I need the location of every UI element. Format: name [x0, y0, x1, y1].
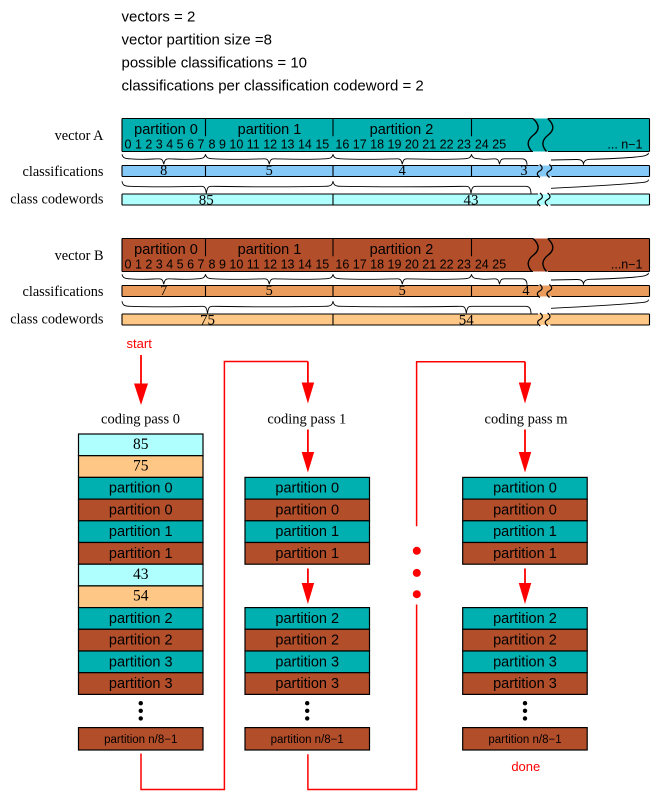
- svg-text:4: 4: [399, 163, 406, 179]
- svg-text:43: 43: [133, 566, 149, 583]
- svg-text:partition 3: partition 3: [493, 654, 557, 670]
- svg-text:16 17 18 19 20 21 22 23: 16 17 18 19 20 21 22 23: [335, 137, 471, 151]
- svg-text:class codewords: class codewords: [10, 312, 104, 328]
- svg-text:vectors = 2: vectors = 2: [122, 9, 196, 26]
- svg-text:0 1 2 3 4 5 6 7: 0 1 2 3 4 5 6 7: [125, 257, 205, 271]
- svg-text:... n−1: ... n−1: [607, 137, 642, 151]
- svg-text:class codewords: class codewords: [10, 192, 104, 208]
- svg-text:54: 54: [459, 312, 475, 328]
- svg-text:5: 5: [266, 283, 273, 299]
- svg-text:start: start: [127, 336, 153, 351]
- svg-text:coding pass 0: coding pass 0: [101, 412, 180, 428]
- svg-text:partition 2: partition 2: [109, 633, 173, 649]
- svg-text:vector B: vector B: [55, 248, 104, 264]
- svg-text:partition 2: partition 2: [493, 611, 557, 627]
- svg-text:coding pass 1: coding pass 1: [267, 412, 346, 428]
- svg-text:partition n/8−1: partition n/8−1: [271, 734, 344, 746]
- svg-text:5: 5: [266, 163, 273, 179]
- svg-text:partition 1: partition 1: [275, 524, 339, 540]
- svg-text:partition 1: partition 1: [493, 546, 557, 562]
- svg-text:partition 2: partition 2: [370, 242, 434, 258]
- svg-text:done: done: [511, 759, 540, 774]
- svg-text:classifications: classifications: [23, 284, 104, 300]
- svg-text:3: 3: [520, 163, 527, 179]
- svg-text:partition n/8−1: partition n/8−1: [104, 734, 177, 746]
- svg-text:16 17 18 19 20 21 22 23: 16 17 18 19 20 21 22 23: [335, 257, 471, 271]
- svg-text:24 25: 24 25: [475, 137, 506, 151]
- svg-text:5: 5: [399, 283, 406, 299]
- svg-text:partition 0: partition 0: [493, 502, 557, 518]
- svg-text:75: 75: [200, 312, 215, 328]
- svg-text:43: 43: [464, 192, 479, 208]
- svg-text:partition 2: partition 2: [275, 611, 339, 627]
- svg-text:partition 1: partition 1: [109, 524, 173, 540]
- svg-text:vector partition size =8: vector partition size =8: [122, 32, 273, 49]
- svg-text:partition 0: partition 0: [134, 242, 198, 258]
- svg-text:partition 3: partition 3: [275, 654, 339, 670]
- svg-text:partition 0: partition 0: [275, 502, 339, 518]
- svg-text:partition 0: partition 0: [275, 481, 339, 497]
- svg-text:partition 2: partition 2: [370, 122, 434, 138]
- svg-text:4: 4: [522, 283, 529, 299]
- svg-text:54: 54: [133, 588, 149, 605]
- svg-text:coding pass m: coding pass m: [485, 412, 569, 428]
- svg-text:partition 0: partition 0: [109, 481, 173, 497]
- svg-text:partition 3: partition 3: [109, 676, 173, 692]
- svg-text:partition 2: partition 2: [109, 611, 173, 627]
- svg-text:partition 1: partition 1: [109, 546, 173, 562]
- svg-text:classifications per classifica: classifications per classification codew…: [122, 78, 424, 95]
- svg-text:75: 75: [133, 458, 149, 475]
- svg-text:vector A: vector A: [55, 128, 105, 144]
- svg-text:7: 7: [160, 283, 167, 299]
- svg-text:24 25: 24 25: [475, 257, 506, 271]
- svg-text:8: 8: [160, 163, 167, 179]
- svg-text:8 9 10 11 12 13 14 15: 8 9 10 11 12 13 14 15: [209, 257, 330, 271]
- svg-text:partition 3: partition 3: [493, 676, 557, 692]
- svg-text:partition 1: partition 1: [238, 242, 302, 258]
- svg-text:partition 2: partition 2: [275, 633, 339, 649]
- svg-text:partition 0: partition 0: [493, 481, 557, 497]
- svg-text:partition 1: partition 1: [493, 524, 557, 540]
- svg-text:partition 1: partition 1: [238, 122, 302, 138]
- svg-text:partition 0: partition 0: [134, 122, 198, 138]
- svg-text:85: 85: [133, 436, 149, 453]
- svg-text:partition 3: partition 3: [275, 676, 339, 692]
- svg-text:partition 3: partition 3: [109, 654, 173, 670]
- svg-text:0 1 2 3 4 5 6 7: 0 1 2 3 4 5 6 7: [125, 137, 205, 151]
- svg-text:8 9 10 11 12 13 14 15: 8 9 10 11 12 13 14 15: [209, 137, 330, 151]
- svg-text:possible classifications = 10: possible classifications = 10: [122, 55, 308, 72]
- svg-text:partition 0: partition 0: [109, 502, 173, 518]
- svg-text:classifications: classifications: [23, 164, 104, 180]
- svg-text:...n−1: ...n−1: [611, 257, 643, 271]
- svg-text:85: 85: [199, 192, 214, 208]
- svg-text:partition 1: partition 1: [275, 546, 339, 562]
- svg-text:partition 2: partition 2: [493, 633, 557, 649]
- svg-text:partition n/8−1: partition n/8−1: [488, 734, 561, 746]
